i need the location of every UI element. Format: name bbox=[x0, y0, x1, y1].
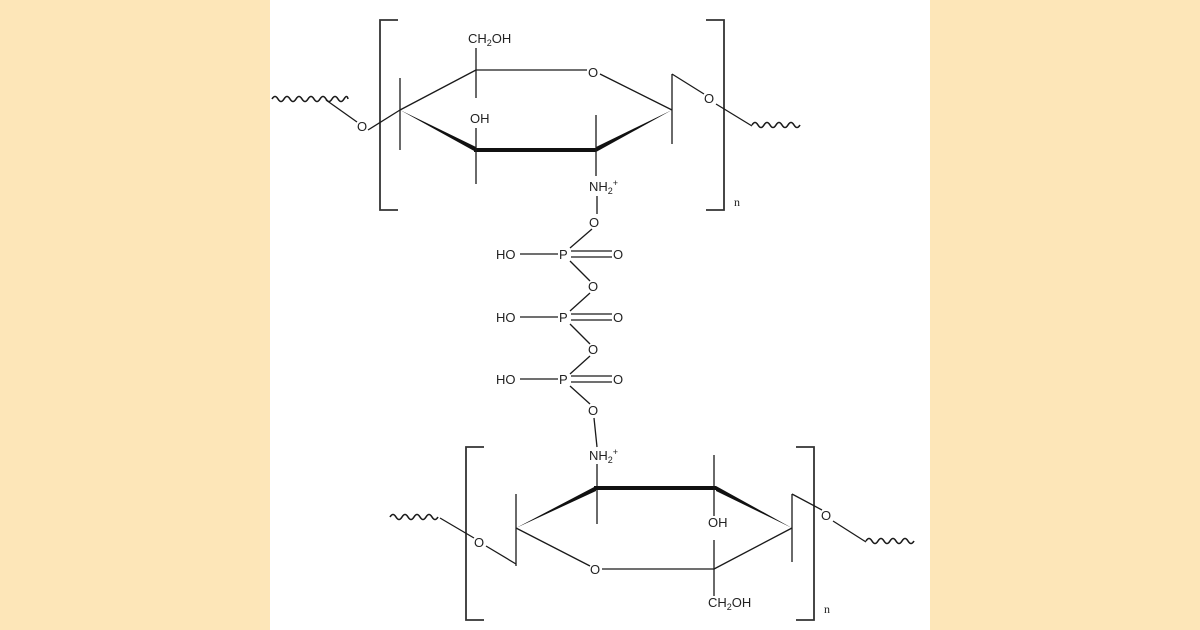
top-left-bracket bbox=[379, 19, 398, 211]
p1-phosphorus: P bbox=[559, 247, 568, 262]
top-left-wavy-end bbox=[271, 95, 349, 103]
top-ring-oxygen: O bbox=[588, 65, 598, 80]
top-right-bracket bbox=[706, 19, 725, 211]
p1-double-bond-o: O bbox=[613, 247, 623, 262]
top-ch2oh-label: CH2OH bbox=[468, 31, 511, 48]
p3-phosphorus: P bbox=[559, 372, 568, 387]
top-right-wavy-end bbox=[751, 121, 801, 129]
bottom-right-bracket bbox=[796, 446, 815, 621]
bottom-left-wedge-bond bbox=[516, 486, 596, 528]
top-left-wedge-bond bbox=[400, 110, 476, 152]
bottom-right-wavy-end bbox=[865, 537, 915, 545]
bridge-o-4: O bbox=[588, 403, 598, 418]
svg-text:NH2+: NH2+ bbox=[589, 447, 618, 465]
svg-text:CH2OH: CH2OH bbox=[708, 595, 751, 612]
bottom-right-glycosidic-o: O bbox=[821, 508, 831, 523]
phosphate-bridge: O HO P O O HO P O O HO P bbox=[496, 196, 623, 448]
bottom-repeat-unit: n NH2+ O O bbox=[389, 446, 915, 621]
bottom-repeat-index: n bbox=[824, 602, 830, 616]
top-left-glycosidic-o: O bbox=[357, 119, 367, 134]
p2-ho-label: HO bbox=[496, 310, 516, 325]
bottom-nh2-plus-label: NH2+ bbox=[589, 447, 618, 465]
p1-ho-label: HO bbox=[496, 247, 516, 262]
bottom-oh-label: OH bbox=[708, 515, 728, 530]
bridge-o-2: O bbox=[588, 279, 598, 294]
svg-text:CH2OH: CH2OH bbox=[468, 31, 511, 48]
bottom-left-wavy-end bbox=[389, 513, 439, 521]
top-nh2-plus-label: NH2+ bbox=[589, 178, 618, 196]
bottom-left-bracket bbox=[465, 446, 484, 621]
p2-double-bond-o: O bbox=[613, 310, 623, 325]
p3-double-bond-o: O bbox=[613, 372, 623, 387]
svg-text:NH2+: NH2+ bbox=[589, 178, 618, 196]
bridge-o-3: O bbox=[588, 342, 598, 357]
p3-ho-label: HO bbox=[496, 372, 516, 387]
top-right-glycosidic-o: O bbox=[704, 91, 714, 106]
top-oh-label: OH bbox=[470, 111, 490, 126]
p2-phosphorus: P bbox=[559, 310, 568, 325]
bottom-ch2oh-label: CH2OH bbox=[708, 595, 751, 612]
bridge-o-1: O bbox=[589, 215, 599, 230]
top-right-wedge-bond bbox=[596, 110, 672, 152]
bottom-right-wedge-bond bbox=[716, 486, 792, 528]
top-repeat-unit: n O O CH2OH bbox=[271, 19, 801, 211]
bottom-left-glycosidic-o: O bbox=[474, 535, 484, 550]
top-repeat-index: n bbox=[734, 195, 740, 209]
bottom-ring-oxygen: O bbox=[590, 562, 600, 577]
